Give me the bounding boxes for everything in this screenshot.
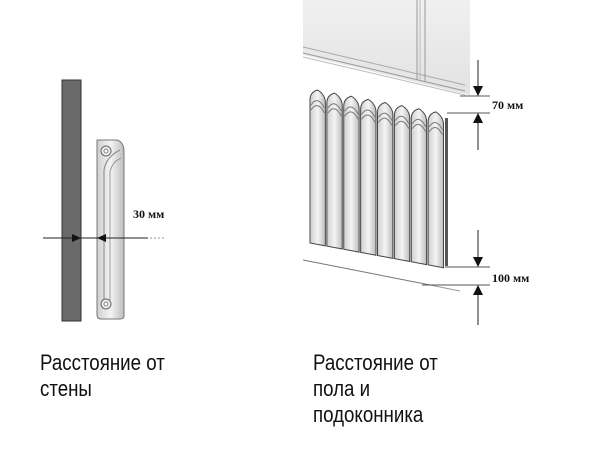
radiator-section-rib bbox=[310, 100, 325, 109]
radiator-section-rib bbox=[394, 120, 410, 129]
radiator-section-rib bbox=[378, 112, 393, 121]
radiator-section bbox=[377, 101, 394, 259]
radiator-side-view bbox=[96, 139, 125, 320]
radiator-section bbox=[427, 111, 444, 269]
radiator-section-rib bbox=[361, 109, 376, 118]
floor-distance-dimension: 100 мм bbox=[422, 230, 529, 325]
arrow-left-icon bbox=[97, 234, 106, 242]
radiator-section-rib bbox=[327, 108, 342, 117]
radiator-side-edge bbox=[445, 118, 448, 266]
window bbox=[302, 0, 470, 96]
arrow-up-icon bbox=[473, 285, 483, 295]
floor-distance-label: 100 мм bbox=[492, 271, 529, 285]
arrow-down-icon bbox=[473, 257, 483, 267]
radiator-section-rib bbox=[428, 122, 443, 130]
radiator-section-rib bbox=[411, 118, 427, 127]
radiator-section-rib bbox=[344, 106, 359, 115]
radiator-section-rib bbox=[361, 114, 376, 123]
caption-line: Расстояние от bbox=[313, 350, 438, 375]
wall-distance-label: 30 мм bbox=[133, 207, 164, 221]
sill-distance-label: 70 мм bbox=[492, 98, 523, 112]
floor-sill-caption: Расстояние от пола и подоконника bbox=[313, 350, 438, 428]
radiator-section bbox=[393, 105, 411, 263]
radiator-section-rib bbox=[344, 111, 359, 120]
radiator-section-rib bbox=[327, 103, 342, 112]
caption-line: стены bbox=[40, 376, 92, 401]
radiator-section bbox=[343, 95, 360, 253]
wall-caption: Расстояние от стены bbox=[40, 350, 165, 402]
radiator-section bbox=[410, 108, 428, 266]
radiator-section-rib bbox=[428, 127, 443, 135]
floor-line bbox=[302, 259, 461, 292]
wall-distance-dimension: 30 мм bbox=[43, 207, 165, 242]
arrow-down-icon bbox=[473, 86, 483, 96]
radiator-section-rib bbox=[378, 117, 393, 126]
radiator-front-view bbox=[309, 89, 448, 269]
sill-distance-dimension: 70 мм bbox=[447, 60, 523, 150]
radiator-section bbox=[309, 89, 326, 247]
radiator-section-rib bbox=[310, 105, 325, 114]
radiator-section-rib bbox=[394, 115, 410, 124]
wall-section bbox=[61, 79, 82, 322]
arrow-up-icon bbox=[473, 113, 483, 123]
radiator-section bbox=[360, 98, 377, 256]
caption-line: пола и bbox=[313, 376, 371, 401]
caption-line: подоконника bbox=[313, 402, 424, 427]
radiator-section bbox=[326, 92, 343, 250]
caption-line: Расстояние от bbox=[40, 350, 165, 375]
arrow-right-icon bbox=[72, 234, 81, 242]
radiator-section-rib bbox=[411, 123, 427, 132]
